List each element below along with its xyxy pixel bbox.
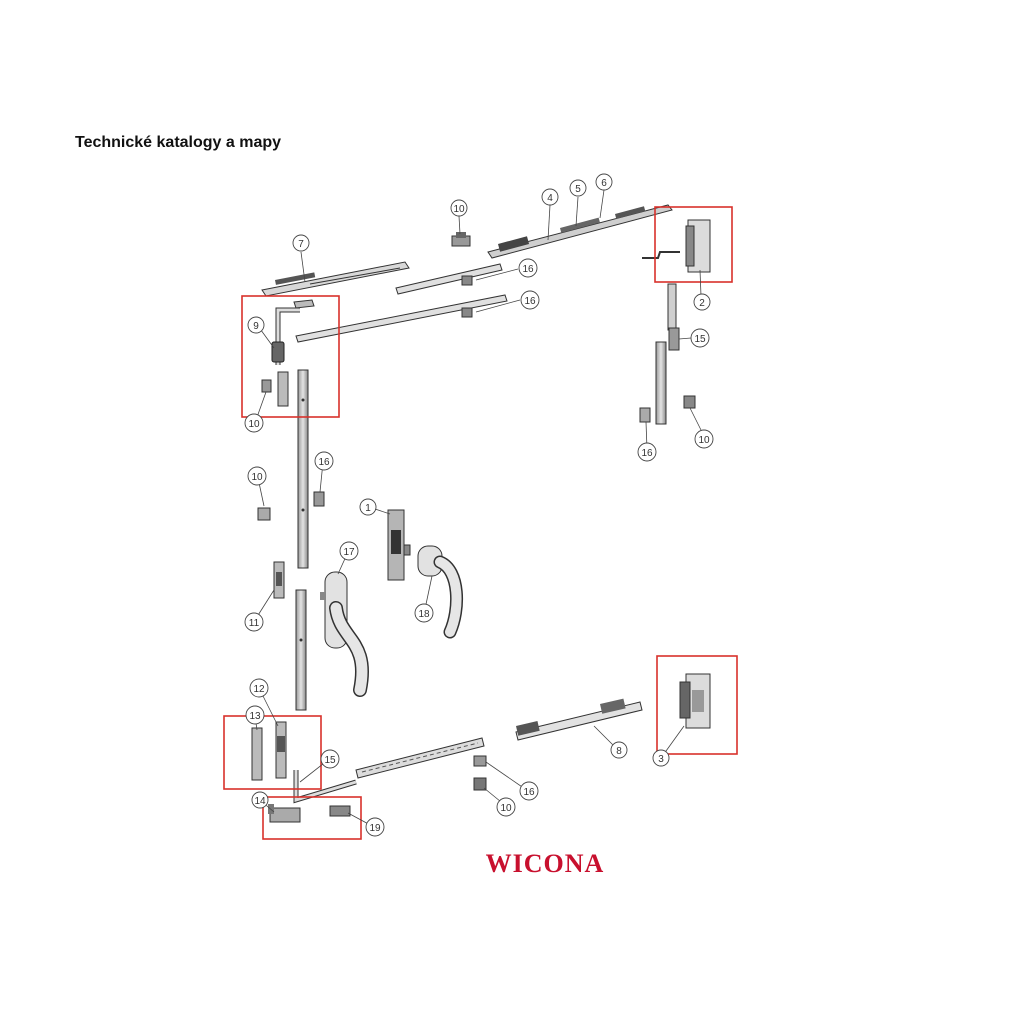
part-9-corner-drive — [261, 307, 300, 407]
svg-text:16: 16 — [522, 264, 534, 275]
highlight-box-mid-left — [223, 715, 322, 790]
callout-15-right: 15 — [690, 328, 710, 348]
callout-10-top: 10 — [450, 199, 468, 217]
callout-4: 4 — [541, 188, 559, 206]
callout-10-left-upper: 10 — [244, 413, 264, 433]
left-vertical-rod — [295, 369, 309, 711]
svg-text:11: 11 — [249, 618, 260, 629]
part-3-bottom-hinge — [679, 673, 711, 729]
callout-18: 18 — [414, 603, 434, 623]
part-17-handle — [320, 571, 369, 697]
svg-text:12: 12 — [253, 684, 265, 695]
highlight-box-bottom-right — [656, 655, 738, 755]
part-8-stay — [515, 698, 643, 741]
callout-9: 9 — [247, 316, 265, 334]
svg-text:16: 16 — [318, 457, 330, 468]
svg-text:15: 15 — [694, 334, 706, 345]
part-19-cap — [329, 805, 351, 817]
svg-text:2: 2 — [699, 298, 705, 309]
callout-16-bottom: 16 — [519, 781, 539, 801]
callout-17: 17 — [339, 541, 359, 561]
svg-text:10: 10 — [698, 435, 710, 446]
leader-lines — [254, 189, 705, 828]
svg-text:10: 10 — [453, 204, 465, 215]
part-10-top — [451, 232, 471, 247]
highlight-box-top-right — [654, 206, 733, 283]
svg-text:1: 1 — [365, 503, 371, 514]
svg-text:4: 4 — [547, 193, 553, 204]
svg-text:18: 18 — [418, 609, 430, 620]
callout-5: 5 — [569, 179, 587, 197]
parts-12-13-keepers — [251, 721, 287, 781]
svg-text:9: 9 — [253, 321, 259, 332]
callout-16-top-a: 16 — [518, 258, 538, 278]
svg-text:15: 15 — [324, 755, 336, 766]
part-10-bottom — [473, 777, 487, 791]
svg-text:14: 14 — [254, 796, 266, 807]
svg-text:13: 13 — [249, 711, 261, 722]
part-1-gearbox — [387, 509, 411, 581]
callout-1: 1 — [359, 498, 377, 516]
top-rail-assembly — [487, 204, 673, 259]
part-16-left — [313, 491, 325, 507]
svg-text:7: 7 — [298, 239, 304, 250]
svg-text:19: 19 — [369, 823, 381, 834]
highlight-boxes — [223, 206, 738, 840]
callout-19: 19 — [365, 817, 385, 837]
callout-11: 11 — [244, 612, 264, 632]
wicona-logo: WICONA — [486, 849, 605, 878]
callout-2: 2 — [693, 293, 711, 311]
part-18-handle — [417, 545, 464, 639]
svg-text:8: 8 — [616, 746, 622, 757]
part-15-bottom-corner — [293, 770, 357, 804]
callout-16-right: 16 — [637, 442, 657, 462]
part-11-lock-keeper — [273, 561, 285, 599]
svg-text:5: 5 — [575, 184, 581, 195]
callout-10-bottom: 10 — [496, 797, 516, 817]
part-7-stay-arm — [261, 261, 410, 297]
part-16-bottom — [473, 755, 487, 767]
svg-text:6: 6 — [601, 178, 607, 189]
callout-8: 8 — [610, 741, 628, 759]
callout-6: 6 — [595, 173, 613, 191]
bottom-rail — [355, 737, 485, 779]
highlight-box-top-left — [241, 295, 340, 418]
svg-text:10: 10 — [251, 472, 263, 483]
callout-14: 14 — [251, 791, 269, 809]
svg-text:10: 10 — [248, 419, 260, 430]
highlight-box-bottom-left — [262, 796, 362, 840]
part-10-left-mid — [257, 507, 271, 521]
top-connecting-rods — [293, 263, 508, 343]
callout-13: 13 — [245, 705, 265, 725]
right-vertical-assembly — [639, 283, 696, 425]
svg-text:16: 16 — [524, 296, 536, 307]
callout-10-left-mid: 10 — [247, 466, 267, 486]
callout-12: 12 — [249, 678, 269, 698]
page-title: Technické katalogy a mapy — [75, 134, 282, 151]
callout-16-left: 16 — [314, 451, 334, 471]
svg-text:16: 16 — [641, 448, 653, 459]
callout-16-top-b: 16 — [520, 290, 540, 310]
svg-text:16: 16 — [523, 787, 535, 798]
callout-10-right: 10 — [694, 429, 714, 449]
callout-15-bottom: 15 — [320, 749, 340, 769]
part-2-top-hinge — [642, 219, 711, 273]
part-14-end-cap — [268, 804, 301, 823]
svg-text:10: 10 — [500, 803, 512, 814]
callout-7: 7 — [292, 234, 310, 252]
callouts: 10 4 5 6 7 16 16 9 10 2 15 10 16 10 16 1… — [244, 173, 714, 837]
svg-text:3: 3 — [658, 754, 664, 765]
svg-text:17: 17 — [343, 547, 355, 558]
callout-3: 3 — [652, 749, 670, 767]
